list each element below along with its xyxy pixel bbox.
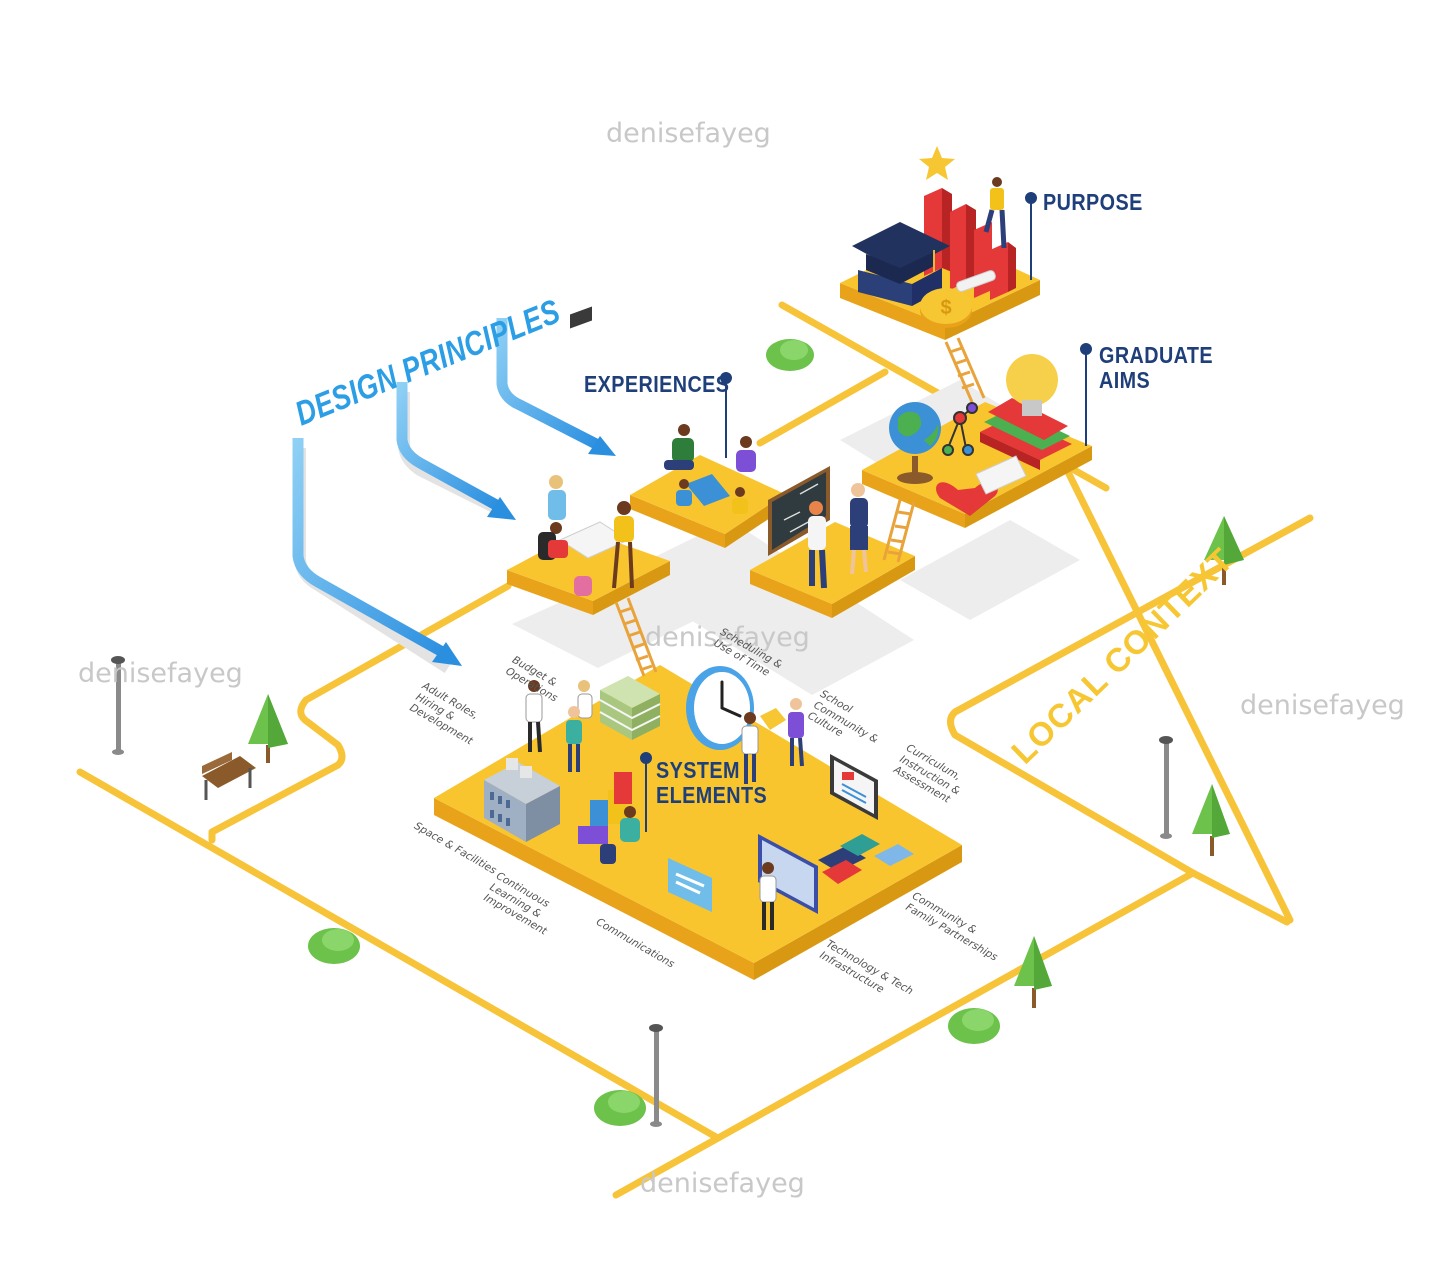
watermark: denisefayeg: [640, 1168, 805, 1199]
road-left-bottom: [76, 768, 720, 1141]
tablet-screen: [758, 834, 818, 914]
road-right-upper: [947, 514, 1314, 877]
bush-icon: [948, 1008, 1000, 1044]
park-decor: [111, 339, 1244, 1127]
road-ga: [1063, 466, 1294, 924]
ladders: [614, 337, 986, 677]
platforms: [434, 234, 1092, 980]
road-bottom-right: [612, 869, 1197, 1199]
puzzle-icon: [818, 834, 914, 884]
design-principles-arrows: [292, 318, 616, 674]
ladder-icon: [944, 337, 986, 403]
laptop-icon: [570, 306, 592, 329]
arrow-2-head: [487, 497, 516, 520]
molecule-icon: [942, 402, 978, 456]
heading-graduate-aims: GRADUATE AIMS: [1099, 342, 1214, 393]
bench-icon: [202, 752, 256, 800]
heading-pins: [640, 192, 1092, 832]
heart-icon: [936, 481, 998, 516]
watermark: denisefayeg: [1240, 690, 1405, 721]
woman-gesturing: [612, 501, 634, 589]
watermark: denisefayeg: [645, 622, 810, 653]
clock-icon: [686, 666, 754, 750]
teaching-props: [768, 466, 868, 589]
tree-icon: [1204, 516, 1244, 585]
building-icon: [484, 758, 560, 842]
bush-icon: [766, 339, 814, 371]
streetlamp-icon: [111, 656, 125, 755]
experiences-props: [664, 424, 756, 514]
arrow-1-head: [588, 436, 616, 456]
student-on-laptop: [600, 806, 640, 864]
graduation-cap-icon: [852, 222, 950, 306]
tree-icon: [1192, 784, 1230, 856]
person-sitting: [736, 436, 756, 472]
lightbulb-icon: [1006, 354, 1058, 416]
arrow-2: [396, 382, 501, 511]
watermark: denisefayeg: [78, 658, 243, 689]
bush-icon: [308, 928, 360, 964]
woman-standing: [548, 475, 566, 520]
arrow-3: [292, 438, 449, 659]
arrow-1: [496, 318, 603, 451]
books-icon: [980, 398, 1072, 470]
chat-bubble-icon: [668, 858, 712, 912]
globe-icon: [889, 402, 941, 484]
bush-icon: [594, 1090, 646, 1126]
heading-purpose: PURPOSE: [1043, 189, 1143, 215]
blocks-chart-icon: [578, 772, 632, 844]
teacher-person: [808, 501, 827, 589]
person-kneeling: [664, 424, 694, 470]
watermark: denisefayeg: [606, 118, 771, 149]
streetlamp-icon: [1159, 736, 1173, 839]
graduate-aims-props: [889, 354, 1072, 516]
road-network: [76, 301, 1314, 1199]
ladder-icon: [614, 597, 658, 677]
money-icon: [599, 676, 661, 740]
svg-text:$: $: [940, 297, 951, 319]
person-climbing: [983, 177, 1007, 249]
ladder-icon: [882, 499, 916, 563]
star-icon: [919, 146, 955, 180]
arrow-3-head: [432, 642, 462, 666]
road-to-exp: [756, 368, 889, 447]
heading-experiences: EXPERIENCES: [584, 371, 730, 397]
tree-icon: [248, 694, 288, 763]
parent-person: [850, 483, 868, 575]
adult-work-props: [538, 306, 634, 596]
people-system: [525, 680, 804, 930]
monitor-icon: [830, 754, 878, 820]
heading-system-elements: SYSTEM ELEMENTS: [656, 757, 768, 808]
streetlamp-icon: [649, 1024, 663, 1127]
platform-teaching: [750, 522, 915, 618]
system-elements-props: [484, 666, 914, 930]
road-right-lower: [1189, 869, 1291, 926]
road-left-loop: [208, 582, 512, 844]
purpose-props: $: [852, 146, 1016, 328]
man-in-chair: [538, 522, 568, 560]
tree-icon: [1014, 936, 1052, 1008]
coin-icon: $: [920, 288, 972, 328]
child-sitting: [676, 479, 748, 514]
